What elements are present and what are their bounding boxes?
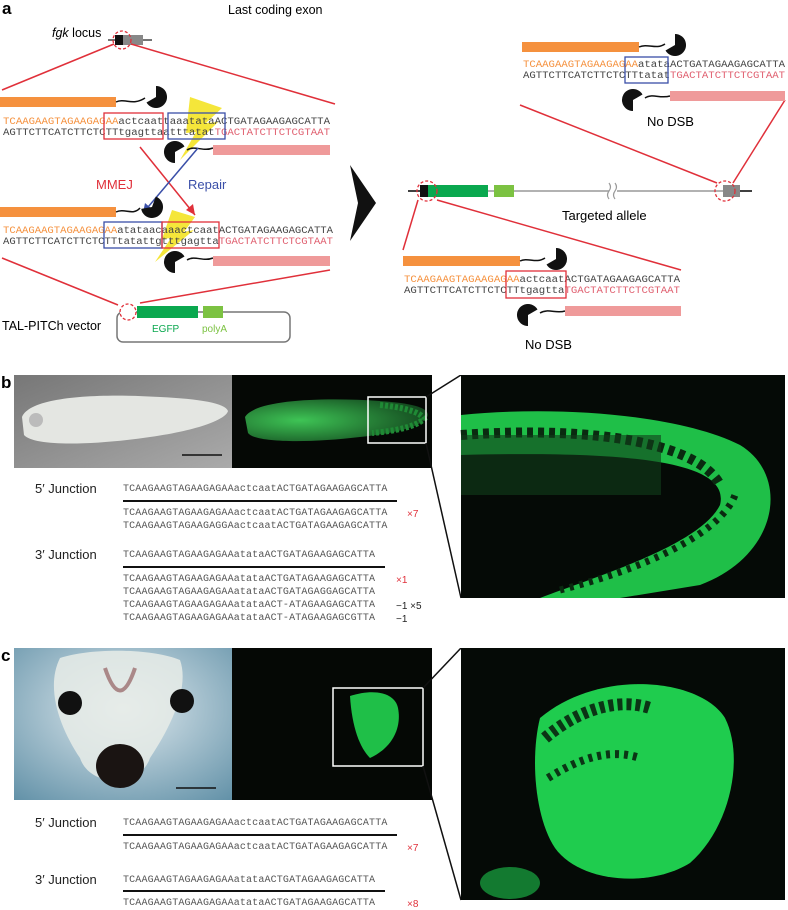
divider xyxy=(123,890,385,892)
junction3-label: 3′ Junction xyxy=(35,547,97,562)
sequence-read: TCAAGAAGTAGAAGAGAAactcaatACTGATAGAAGAGCA… xyxy=(123,508,388,519)
read-count: ×7 xyxy=(407,843,419,854)
divider xyxy=(123,834,397,836)
read-count: ×8 xyxy=(407,899,419,910)
read-count: ×1 xyxy=(396,575,408,586)
mmej-box xyxy=(103,112,164,140)
zoom-region-box xyxy=(332,687,424,767)
sequence-read: TCAAGAAGTAGAAGAGAAatataACT-ATAGAAGAGCATT… xyxy=(123,600,376,611)
panel-b-images xyxy=(14,375,785,599)
egfp-cassette xyxy=(137,306,198,318)
locus-label: fgk locus xyxy=(52,26,101,40)
panel-a-diagram: a Last coding exon fgk locus TCAAGAAGTAG… xyxy=(0,0,786,352)
zoom-region-box xyxy=(367,396,427,444)
junction3-label: 3′ Junction xyxy=(35,872,97,887)
panel-b-letter: b xyxy=(1,373,12,392)
panel-c-letter: c xyxy=(1,646,11,665)
junction5-label: 5′ Junction xyxy=(35,481,97,496)
sequence-read: TCAAGAAGTAGAAGAGGAactcaatACTGATAGAAGAGCA… xyxy=(123,521,388,532)
repair-box xyxy=(167,112,226,140)
svg-text:AGTTCTTCATCTTCTCTTtatattgtttga: AGTTCTTCATCTTCTCTTtatattgtttgagttaTGACTA… xyxy=(3,237,333,248)
no-dsb-label: No DSB xyxy=(647,114,694,129)
dsb-lightning-icon xyxy=(155,210,195,262)
mmej-label: MMEJ xyxy=(96,177,133,192)
tal-pitch-vector: TAL-PITCh vector EGFP polyA xyxy=(2,303,291,343)
svg-text:polyA: polyA xyxy=(202,324,227,335)
svg-text:TCAAGAAGTAGAAGAGAAatataACTGATA: TCAAGAAGTAGAAGAGAAatataACTGATAGAAGAGCATT… xyxy=(523,60,785,71)
junction5-reference: TCAAGAAGTAGAAGAGAAactcaatACTGATAGAAGAGCA… xyxy=(123,484,388,495)
svg-text:TCAAGAAGTAGAAGAGAAactcaatACTGA: TCAAGAAGTAGAAGAGAAactcaatACTGATAGAAGAGCA… xyxy=(404,275,680,286)
talen-icon xyxy=(163,141,185,164)
vector-label: TAL-PITCh vector xyxy=(2,319,101,333)
right-homology-arm xyxy=(213,145,330,155)
sequence-read: TCAAGAAGTAGAAGAGAAatataACTGATAGAAGAGCATT… xyxy=(123,898,376,909)
last-coding-exon-label: Last coding exon xyxy=(228,3,323,17)
junction5-reference: TCAAGAAGTAGAAGAGAAactcaatACTGATAGAAGAGCA… xyxy=(123,818,388,829)
read-count: −1 xyxy=(396,614,408,625)
targeted-allele: Targeted allele xyxy=(408,180,752,223)
junction3-reference: TCAAGAAGTAGAAGAGAAatataACTGATAGAAGAGCATT… xyxy=(123,875,376,886)
sequence-read: TCAAGAAGTAGAAGAGAAatataACTGATAGAGGAGCATT… xyxy=(123,587,376,598)
svg-text:No DSB: No DSB xyxy=(525,337,572,352)
junction3-reference: TCAAGAAGTAGAAGAGAAatataACTGATAGAAGAGCATT… xyxy=(123,550,376,561)
talen-icon xyxy=(146,85,168,108)
targeted-allele-label: Targeted allele xyxy=(562,208,647,223)
left-homology-arm xyxy=(0,97,116,107)
sequence-read: TCAAGAAGTAGAAGAGAAactcaatACTGATAGAAGAGCA… xyxy=(123,842,388,853)
panel-a-letter: a xyxy=(2,0,12,18)
panel-c-images xyxy=(14,648,785,901)
read-count: ×7 xyxy=(407,509,419,520)
junction5-label: 5′ Junction xyxy=(35,815,97,830)
svg-text:AGTTCTTCATCTTCTCTTtgagttaattta: AGTTCTTCATCTTCTCTTtgagttaatttatatTGACTAT… xyxy=(3,128,330,139)
polya-cassette xyxy=(203,306,223,318)
sequence-read: TCAAGAAGTAGAAGAGAAatataACT-ATAGAAGAGCGTT… xyxy=(123,613,376,624)
fgk-locus-gene xyxy=(108,30,152,50)
fluorescence-tadpole-image xyxy=(232,648,432,800)
divider xyxy=(123,566,385,568)
sequence-read: TCAAGAAGTAGAAGAGAAatataACTGATAGAAGAGCATT… xyxy=(123,574,376,585)
svg-text:EGFP: EGFP xyxy=(152,324,180,335)
divider xyxy=(123,500,397,502)
zoom-circle xyxy=(112,30,132,50)
read-count: −1 ×5 xyxy=(396,601,422,612)
repair-label: Repair xyxy=(188,177,227,192)
big-arrow-icon xyxy=(350,165,376,241)
